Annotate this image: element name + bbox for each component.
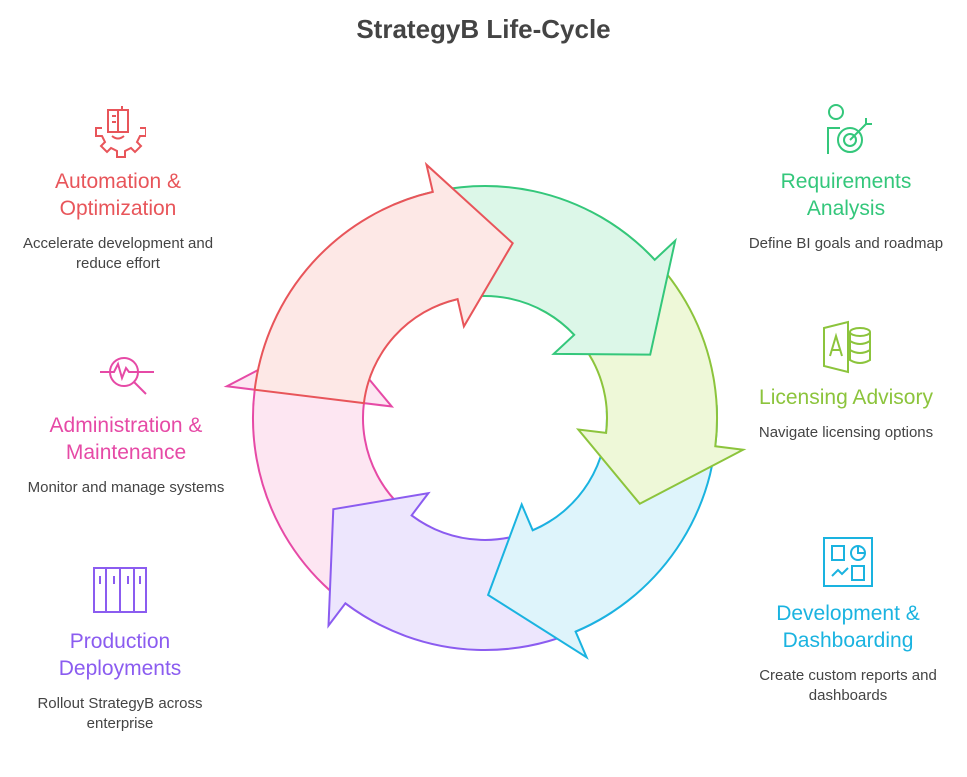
stage-administration: Administration & Maintenance Monitor and…: [26, 344, 226, 498]
stage-automation: Automation & Optimization Accelerate dev…: [18, 100, 218, 274]
monitor-magnifier-icon: [26, 344, 226, 404]
stage-heading: Administration & Maintenance: [49, 414, 203, 464]
stage-production: Production Deployments Rollout StrategyB…: [20, 560, 220, 734]
stage-description: Navigate licensing options: [758, 424, 934, 441]
diagram-title: StrategyB Life-Cycle: [356, 14, 611, 44]
stage-licensing: Licensing Advisory Navigate licensing op…: [746, 316, 946, 443]
stage-heading: Development & Dashboarding: [776, 602, 920, 652]
dashboard-icon: [748, 532, 948, 592]
stage-heading: Licensing Advisory: [759, 386, 933, 409]
servers-icon: [20, 560, 220, 620]
stage-description: Accelerate development and reduce effort: [22, 235, 214, 272]
stage-heading: Production Deployments: [58, 630, 182, 680]
stage-description: Create custom reports and dashboards: [759, 667, 937, 704]
gear-building-icon: [18, 100, 218, 160]
stage-heading: Requirements Analysis: [780, 170, 912, 220]
stage-description: Monitor and manage systems: [27, 479, 225, 496]
stage-description: Rollout StrategyB across enterprise: [37, 695, 203, 732]
person-target-icon: [746, 100, 946, 160]
stage-heading: Automation & Optimization: [54, 170, 182, 220]
stage-requirements: Requirements Analysis Define BI goals an…: [746, 100, 946, 254]
document-database-icon: [746, 316, 946, 376]
stage-description: Define BI goals and roadmap: [748, 235, 944, 252]
cycle-arrow-1: [253, 161, 514, 405]
stage-development: Development & Dashboarding Create custom…: [748, 532, 948, 706]
